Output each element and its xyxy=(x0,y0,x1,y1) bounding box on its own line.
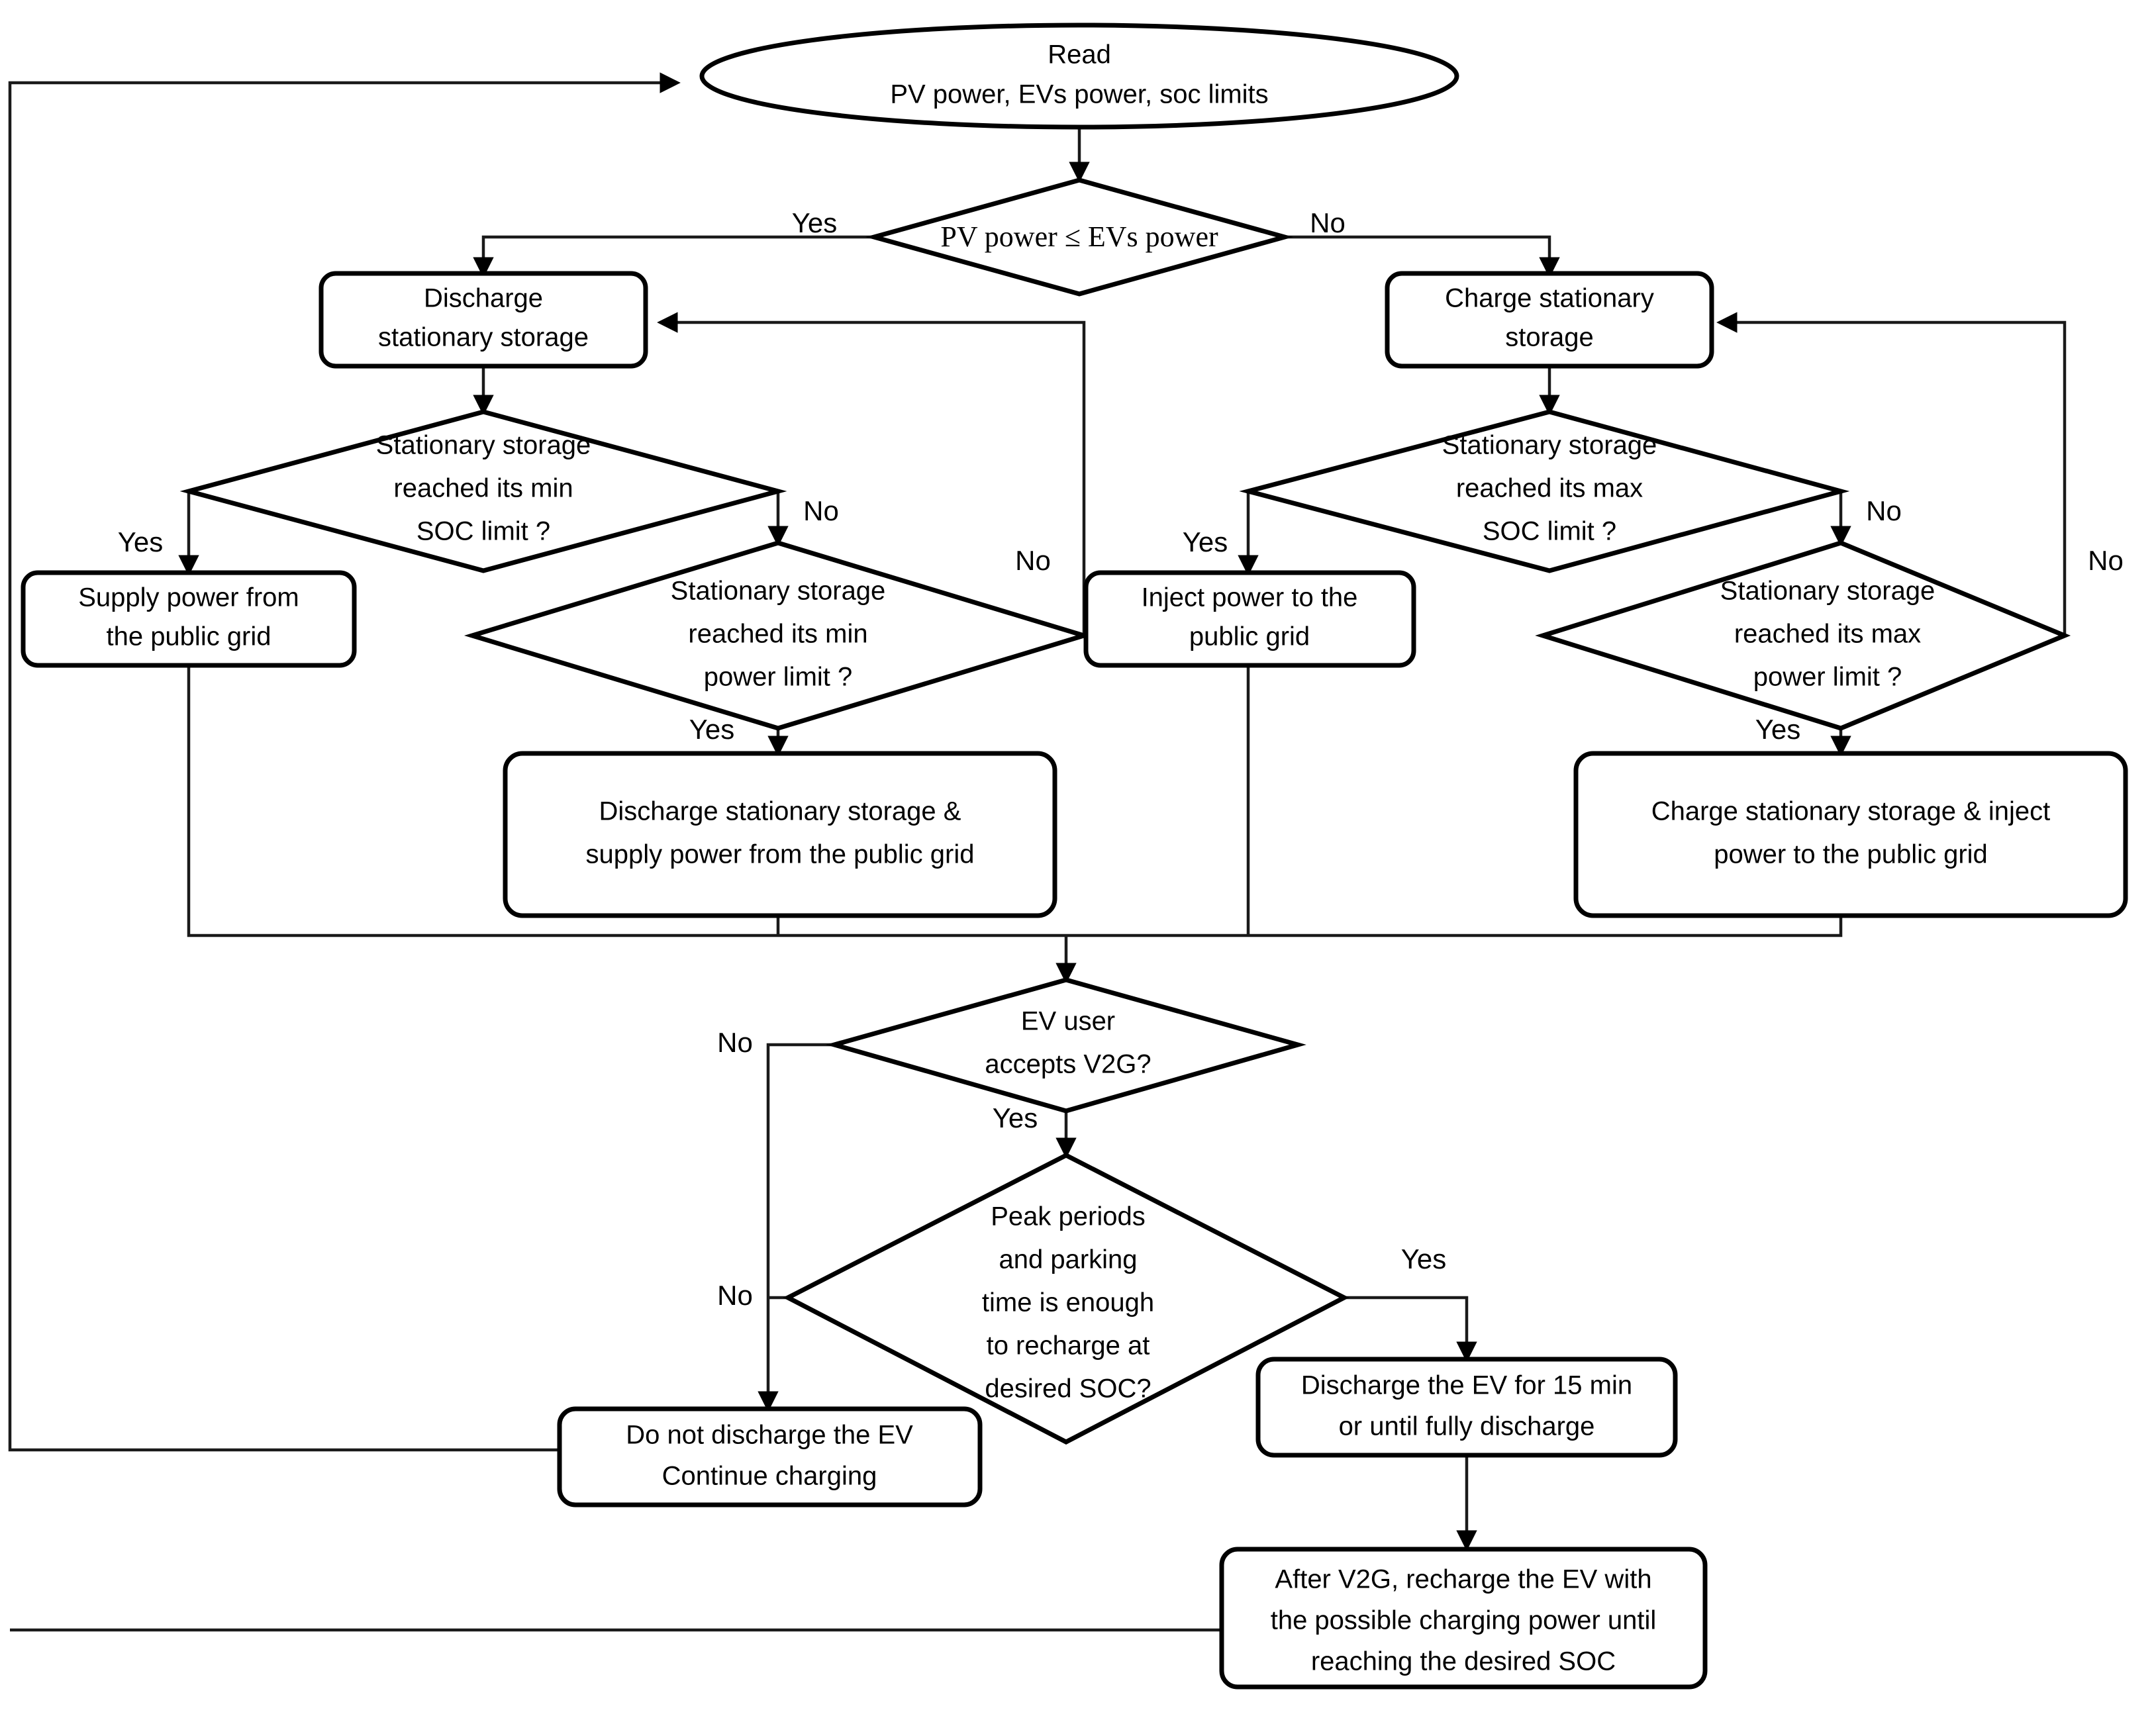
discharge-and-supply-label-line1: Discharge stationary storage & xyxy=(599,797,961,826)
node-decision-min-soc[interactable]: Stationary storage reached its min SOC l… xyxy=(179,409,787,573)
node-supply-power-grid[interactable]: Supply power from the public grid xyxy=(21,570,357,668)
min-soc-diamond-shape xyxy=(179,409,787,573)
v2g-label-line2: accepts V2G? xyxy=(985,1050,1151,1079)
charge-storage-label-line2: storage xyxy=(1505,323,1593,352)
max-soc-label-line2: reached its max xyxy=(1456,474,1643,503)
node-decision-max-soc[interactable]: Stationary storage reached its max SOC l… xyxy=(1239,409,1850,573)
edge-minpower-no-feedback xyxy=(657,312,1086,636)
edge-label-maxsoc-yes: Yes xyxy=(1183,526,1228,557)
edge-label-v2g-yes: Yes xyxy=(993,1102,1038,1133)
peak-label-line3: time is enough xyxy=(982,1288,1154,1317)
charge-and-inject-box-shape xyxy=(1573,751,2128,918)
supply-grid-box-shape xyxy=(21,570,357,668)
peak-parking-diamond-shape xyxy=(783,1153,1349,1445)
node-charge-and-inject[interactable]: Charge stationary storage & inject power… xyxy=(1573,751,2128,918)
node-charge-stationary-storage[interactable]: Charge stationary storage xyxy=(1385,271,1714,369)
peak-label-line4: to recharge at xyxy=(987,1331,1150,1361)
max-power-diamond-shape xyxy=(1535,540,2071,731)
do-not-discharge-label-line2: Continue charging xyxy=(662,1462,877,1491)
edge-maxpower-no-feedback xyxy=(1716,312,2067,636)
edge-nodischarge-feedback-to-start xyxy=(8,72,681,1452)
min-power-label-line1: Stationary storage xyxy=(671,577,886,606)
pv-decision-label: PV power ≤ EVs power xyxy=(940,220,1218,253)
discharge-storage-label-line1: Discharge xyxy=(424,284,543,313)
recharge-label-line1: After V2G, recharge the EV with xyxy=(1275,1565,1651,1594)
edge-label-v2g-no: No xyxy=(717,1027,753,1058)
charge-and-inject-label-line1: Charge stationary storage & inject xyxy=(1651,797,2051,826)
start-label-line2: PV power, EVs power, soc limits xyxy=(890,80,1268,109)
node-decision-max-power[interactable]: Stationary storage reached its max power… xyxy=(1535,540,2071,731)
edge-label-minsoc-yes: Yes xyxy=(118,526,164,557)
edge-label-maxpower-yes: Yes xyxy=(1755,714,1801,745)
peak-label-line2: and parking xyxy=(999,1245,1137,1274)
inject-grid-box-shape xyxy=(1083,570,1416,668)
discharge-ev-box-shape xyxy=(1255,1357,1678,1458)
charge-storage-box-shape xyxy=(1385,271,1714,369)
node-recharge-after-v2g[interactable]: After V2G, recharge the EV with the poss… xyxy=(1219,1547,1708,1690)
do-not-discharge-box-shape xyxy=(557,1406,983,1507)
node-discharge-and-supply[interactable]: Discharge stationary storage & supply po… xyxy=(503,751,1057,918)
pv-decision-diamond-shape xyxy=(865,177,1294,297)
edge-label-peak-yes: Yes xyxy=(1401,1243,1447,1274)
max-power-label-line2: reached its max xyxy=(1734,620,1921,649)
min-power-label-line3: power limit ? xyxy=(704,663,853,692)
edge-v2g-no xyxy=(758,1043,834,1412)
start-ellipse-shape xyxy=(699,23,1459,130)
node-decision-min-power[interactable]: Stationary storage reached its min power… xyxy=(464,540,1093,731)
recharge-after-v2g-box-shape xyxy=(1219,1547,1708,1690)
edge-peak-yes xyxy=(1344,1296,1477,1363)
v2g-label-line1: EV user xyxy=(1021,1007,1115,1036)
peak-label-line5: desired SOC? xyxy=(985,1374,1151,1404)
node-discharge-stationary-storage[interactable]: Discharge stationary storage xyxy=(318,271,648,369)
edge-label-minsoc-no: No xyxy=(803,495,839,526)
discharge-ev-label-line2: or until fully discharge xyxy=(1339,1412,1595,1441)
edge-label-minpower-no: No xyxy=(1015,545,1051,576)
max-soc-label-line3: SOC limit ? xyxy=(1483,517,1616,546)
recharge-label-line2: the possible charging power until xyxy=(1271,1606,1657,1635)
discharge-storage-label-line2: stationary storage xyxy=(378,323,589,352)
edge-label-maxsoc-no: No xyxy=(1866,495,1902,526)
inject-grid-label-line1: Inject power to the xyxy=(1142,583,1358,612)
node-do-not-discharge-ev[interactable]: Do not discharge the EV Continue chargin… xyxy=(557,1406,983,1507)
edge-label-pv-yes: Yes xyxy=(792,207,838,238)
max-soc-label-line1: Stationary storage xyxy=(1442,431,1657,460)
start-label-line1: Read xyxy=(1048,40,1111,70)
max-soc-diamond-shape xyxy=(1239,409,1850,573)
edge-label-maxpower-no: No xyxy=(2088,545,2124,576)
node-decision-pv-vs-ev[interactable]: PV power ≤ EVs power xyxy=(865,177,1294,297)
min-soc-label-line2: reached its min xyxy=(393,474,573,503)
charge-and-inject-label-line2: power to the public grid xyxy=(1714,840,1988,869)
min-soc-label-line1: Stationary storage xyxy=(376,431,591,460)
v2g-decision-diamond-shape xyxy=(826,977,1306,1114)
recharge-label-line3: reaching the desired SOC xyxy=(1311,1647,1616,1676)
max-power-label-line1: Stationary storage xyxy=(1720,577,1936,606)
peak-label-line1: Peak periods xyxy=(991,1202,1145,1231)
node-inject-power-grid[interactable]: Inject power to the public grid xyxy=(1083,570,1416,668)
supply-grid-label-line2: the public grid xyxy=(106,622,271,651)
node-discharge-ev-15min[interactable]: Discharge the EV for 15 min or until ful… xyxy=(1255,1357,1678,1458)
node-decision-peak-parking[interactable]: Peak periods and parking time is enough … xyxy=(783,1153,1349,1445)
inject-grid-label-line2: public grid xyxy=(1189,622,1310,651)
min-power-diamond-shape xyxy=(464,540,1093,731)
node-decision-v2g-accept[interactable]: EV user accepts V2G? xyxy=(826,977,1306,1114)
edge-supplygrid-down-to-bus xyxy=(187,665,1066,937)
connectors xyxy=(8,72,2067,1632)
edge-label-minpower-yes: Yes xyxy=(689,714,735,745)
charge-storage-label-line1: Charge stationary xyxy=(1445,284,1654,313)
edge-label-peak-no: No xyxy=(717,1280,753,1311)
do-not-discharge-label-line1: Do not discharge the EV xyxy=(626,1421,913,1450)
edge-pv-no xyxy=(1285,235,1560,278)
max-power-label-line3: power limit ? xyxy=(1753,663,1902,692)
discharge-ev-label-line1: Discharge the EV for 15 min xyxy=(1301,1371,1632,1400)
discharge-and-supply-label-line2: supply power from the public grid xyxy=(586,840,975,869)
min-soc-label-line3: SOC limit ? xyxy=(416,517,550,546)
edge-pv-yes xyxy=(473,235,874,278)
discharge-and-supply-box-shape xyxy=(503,751,1057,918)
edge-chargeinject-down-to-bus xyxy=(1066,917,1843,937)
supply-grid-label-line1: Supply power from xyxy=(78,583,299,612)
edge-label-pv-no: No xyxy=(1310,207,1346,238)
min-power-label-line2: reached its min xyxy=(688,620,867,649)
node-start[interactable]: Read PV power, EVs power, soc limits xyxy=(699,23,1459,130)
discharge-storage-box-shape xyxy=(318,271,648,369)
